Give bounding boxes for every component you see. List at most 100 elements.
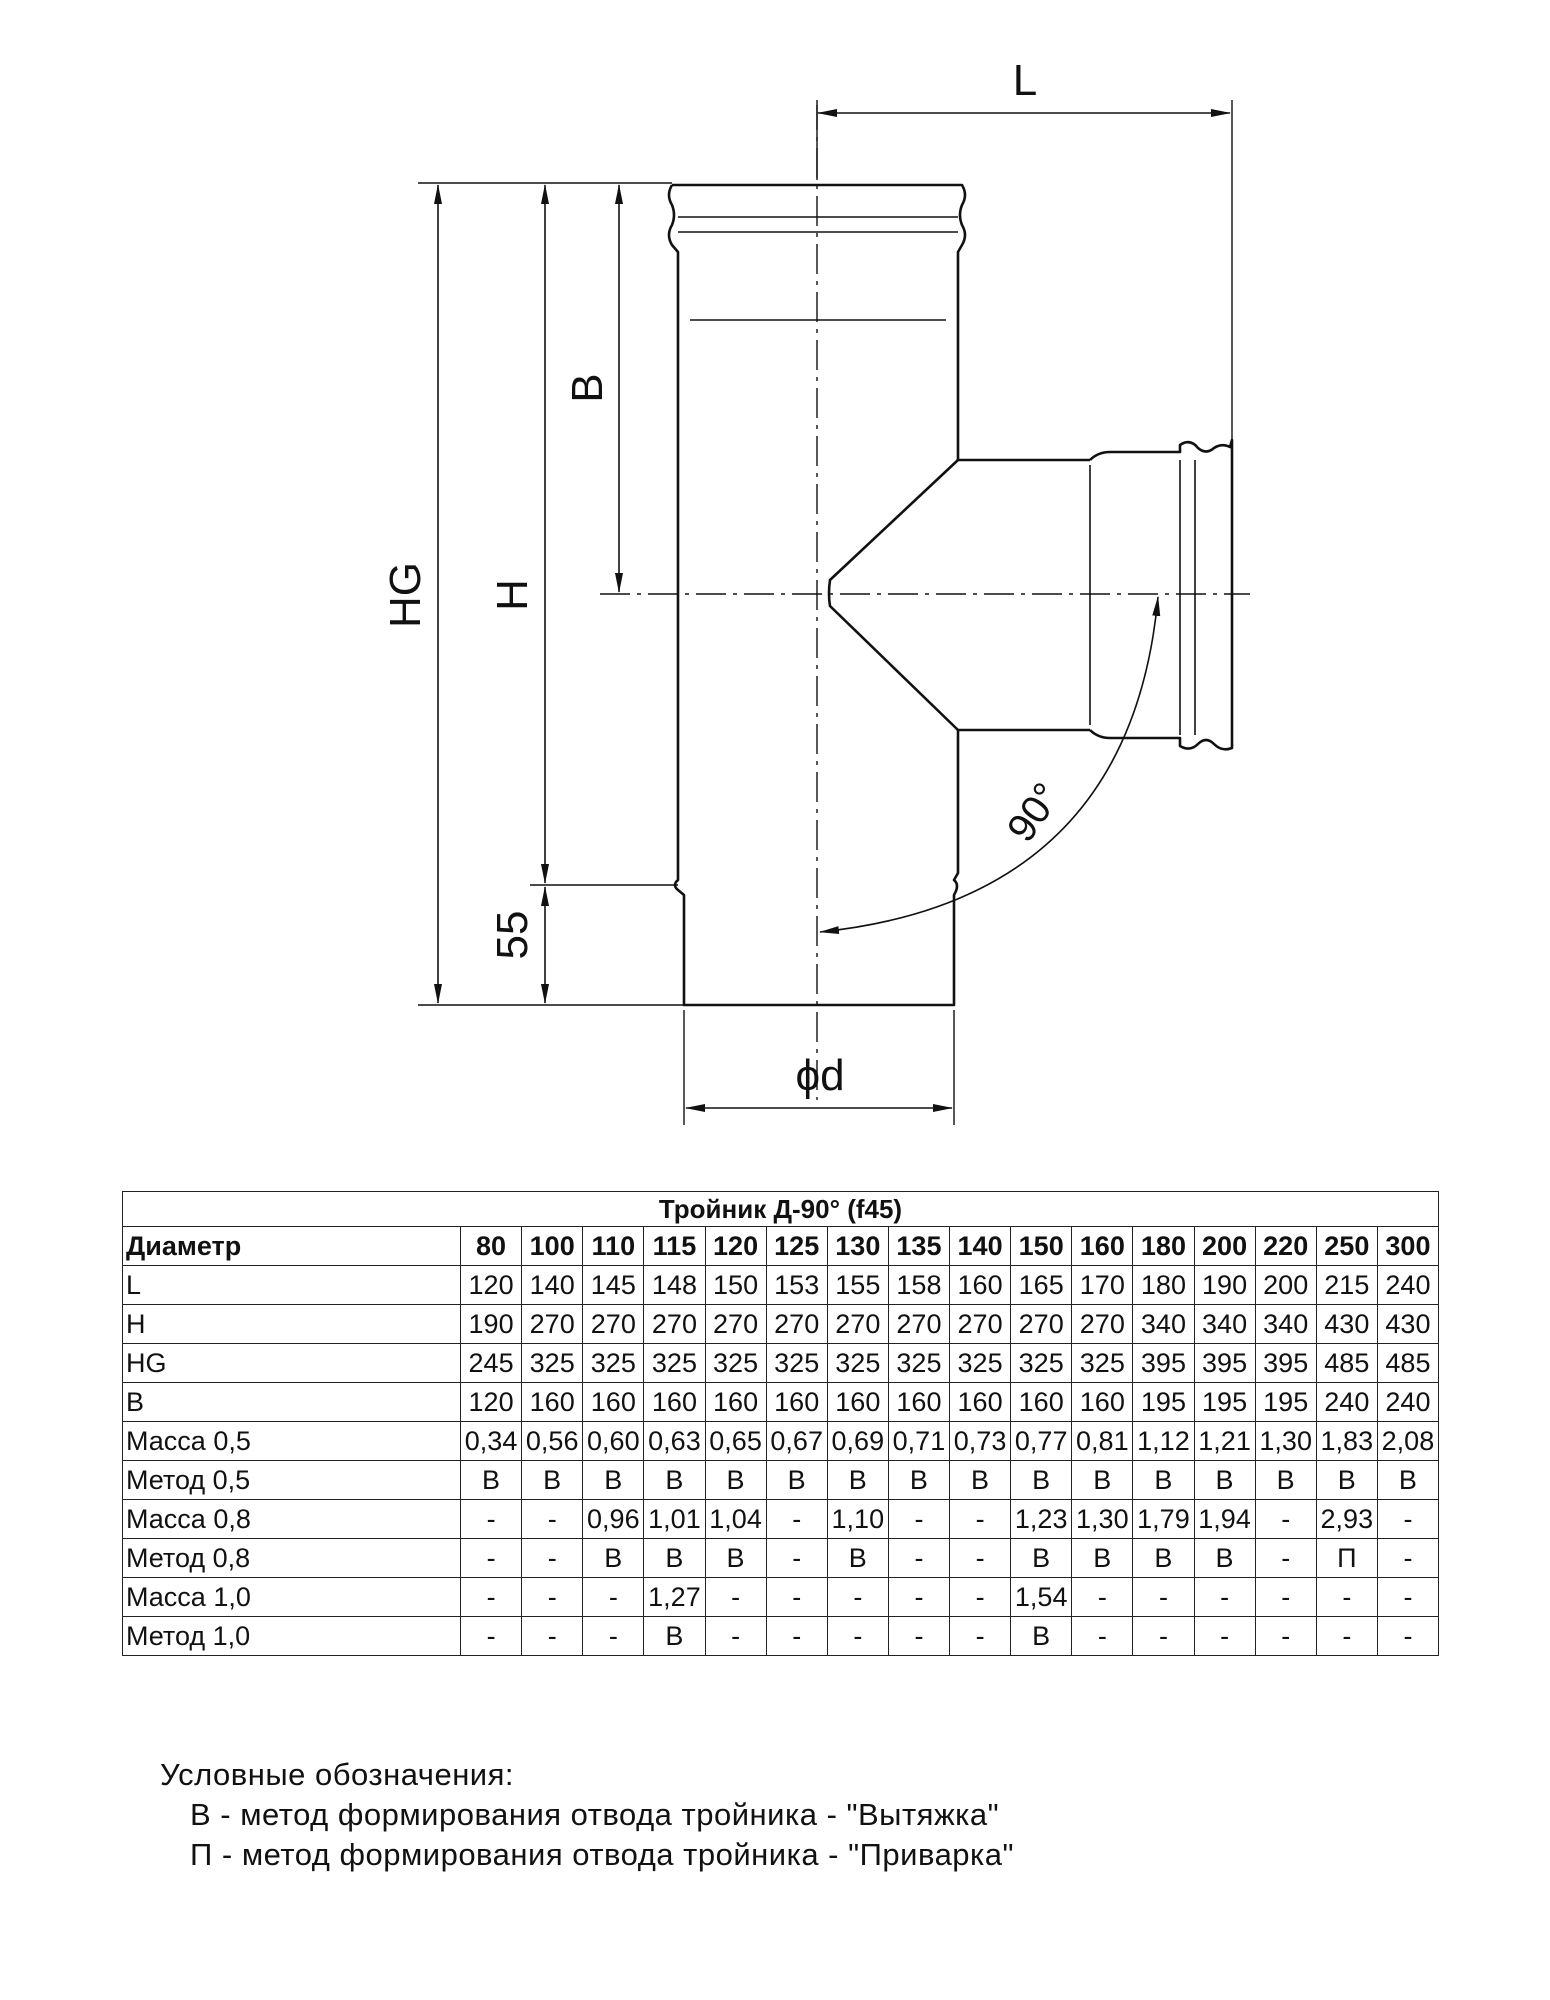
- table-cell: 325: [582, 1343, 645, 1383]
- table-cell: 270: [887, 1304, 951, 1344]
- table-cell: 1,54: [1010, 1577, 1073, 1617]
- table-cell: -: [1193, 1616, 1256, 1656]
- table-cell: В: [826, 1460, 889, 1500]
- table-cell: 1,30: [1254, 1421, 1317, 1461]
- table-cell: -: [826, 1577, 889, 1617]
- table-cell: В: [1315, 1460, 1378, 1500]
- table-cell: -: [1254, 1616, 1317, 1656]
- table-cell: 340: [1132, 1304, 1195, 1344]
- table-cell: 270: [1071, 1304, 1134, 1344]
- row-label: HG: [122, 1343, 461, 1383]
- table-cell: 325: [887, 1343, 951, 1383]
- table-cell: 195: [1193, 1382, 1256, 1422]
- table-cell: В: [1071, 1460, 1134, 1500]
- row-label: Метод 1,0: [122, 1616, 461, 1656]
- table-cell: 340: [1193, 1304, 1256, 1344]
- table-cell: В: [704, 1538, 767, 1578]
- table-cell: -: [1132, 1577, 1195, 1617]
- table-cell: 0,34: [459, 1421, 523, 1461]
- table-cell: В: [826, 1538, 889, 1578]
- table-cell: 160: [582, 1382, 645, 1422]
- label-diameter: ϕd: [795, 1051, 844, 1100]
- table-cell: В: [1376, 1460, 1440, 1500]
- table-cell: 270: [948, 1304, 1012, 1344]
- row-label: Масса 0,8: [122, 1499, 461, 1539]
- angle-arc: [819, 596, 1161, 935]
- table-cell: -: [1254, 1499, 1317, 1539]
- table-cell: -: [582, 1577, 645, 1617]
- table-cell: -: [1376, 1538, 1440, 1578]
- table-cell: 148: [643, 1265, 706, 1305]
- table-cell: 0,67: [765, 1421, 828, 1461]
- table-cell: В: [948, 1460, 1012, 1500]
- table-cell: 160: [826, 1382, 889, 1422]
- table-cell: 0,56: [521, 1421, 584, 1461]
- table-cell: -: [459, 1616, 523, 1656]
- header-diameter: 250: [1315, 1226, 1378, 1266]
- table-cell: 0,77: [1010, 1421, 1073, 1461]
- table-cell: В: [1132, 1460, 1195, 1500]
- table-cell: 160: [1071, 1382, 1134, 1422]
- table-cell: 160: [643, 1382, 706, 1422]
- table-cell: -: [948, 1499, 1012, 1539]
- header-diameter: 135: [887, 1226, 951, 1266]
- table-cell: -: [1315, 1577, 1378, 1617]
- table-cell: 2,08: [1376, 1421, 1440, 1461]
- table-cell: 140: [521, 1265, 584, 1305]
- table-cell: 325: [948, 1343, 1012, 1383]
- table-cell: -: [521, 1577, 584, 1617]
- table-cell: -: [887, 1577, 951, 1617]
- table-cell: -: [459, 1538, 523, 1578]
- row-label: L: [122, 1265, 461, 1305]
- table-cell: 340: [1254, 1304, 1317, 1344]
- label-H: H: [488, 579, 537, 611]
- table-cell: -: [704, 1616, 767, 1656]
- table-cell: 1,12: [1132, 1421, 1195, 1461]
- table-cell: В: [643, 1616, 706, 1656]
- table-cell: 180: [1132, 1265, 1195, 1305]
- table-cell: 200: [1254, 1265, 1317, 1305]
- table-cell: -: [765, 1616, 828, 1656]
- table-cell: 240: [1376, 1265, 1440, 1305]
- table-cell: -: [887, 1616, 951, 1656]
- table-cell: 395: [1193, 1343, 1256, 1383]
- table-cell: -: [459, 1577, 523, 1617]
- table-cell: 195: [1132, 1382, 1195, 1422]
- table-cell: 190: [1193, 1265, 1256, 1305]
- header-diameter: 200: [1193, 1226, 1256, 1266]
- table-cell: В: [1254, 1460, 1317, 1500]
- table-cell: -: [948, 1616, 1012, 1656]
- table-cell: 190: [459, 1304, 523, 1344]
- table-cell: -: [765, 1499, 828, 1539]
- row-label: Метод 0,5: [122, 1460, 461, 1500]
- table-cell: -: [1376, 1499, 1440, 1539]
- table-cell: -: [1376, 1616, 1440, 1656]
- row-label: B: [122, 1382, 461, 1422]
- table-cell: -: [948, 1577, 1012, 1617]
- table-cell: 430: [1315, 1304, 1378, 1344]
- header-diameter: 100: [521, 1226, 584, 1266]
- branch-pipe-outline: [1089, 438, 1234, 751]
- table-cell: 1,10: [826, 1499, 889, 1539]
- label-55: 55: [488, 911, 537, 960]
- table-cell: 325: [704, 1343, 767, 1383]
- table-cell: 240: [1315, 1382, 1378, 1422]
- label-L: L: [1013, 56, 1037, 105]
- table-cell: 0,60: [582, 1421, 645, 1461]
- table-cell: 395: [1132, 1343, 1195, 1383]
- table-cell: -: [1193, 1577, 1256, 1617]
- table-cell: 153: [765, 1265, 828, 1305]
- header-diameter: 110: [582, 1226, 645, 1266]
- main-pipe-outline: [667, 183, 1090, 1007]
- table-cell: В: [459, 1460, 523, 1500]
- table-cell: 240: [1376, 1382, 1440, 1422]
- table-cell: 1,01: [643, 1499, 706, 1539]
- table-cell: 215: [1315, 1265, 1378, 1305]
- header-diameter: 220: [1254, 1226, 1317, 1266]
- row-label: H: [122, 1304, 461, 1344]
- table-cell: 0,63: [643, 1421, 706, 1461]
